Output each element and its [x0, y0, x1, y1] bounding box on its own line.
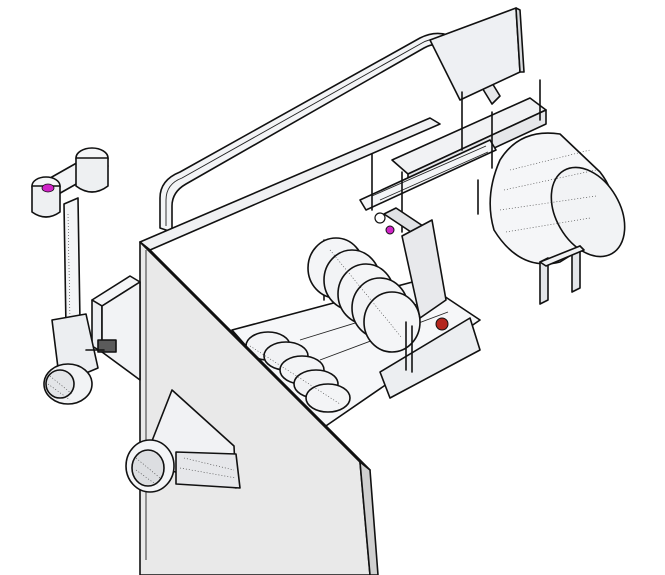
magenta-marker: [41, 183, 55, 193]
main-housing-wall: [139, 117, 441, 575]
rear-support-plate: [429, 7, 525, 101]
lower-roller-stack: [245, 331, 351, 413]
bolt: [374, 212, 386, 224]
magenta-fitting: [385, 225, 395, 235]
red-fitting: [435, 317, 449, 331]
funnel-outlet: [125, 389, 241, 493]
articulated-arm: [31, 147, 109, 405]
gearbox-block: [91, 275, 141, 381]
upper-roller-stack: [307, 219, 447, 373]
gantry-frame: [359, 79, 547, 239]
cylindrical-drum: [489, 132, 626, 305]
